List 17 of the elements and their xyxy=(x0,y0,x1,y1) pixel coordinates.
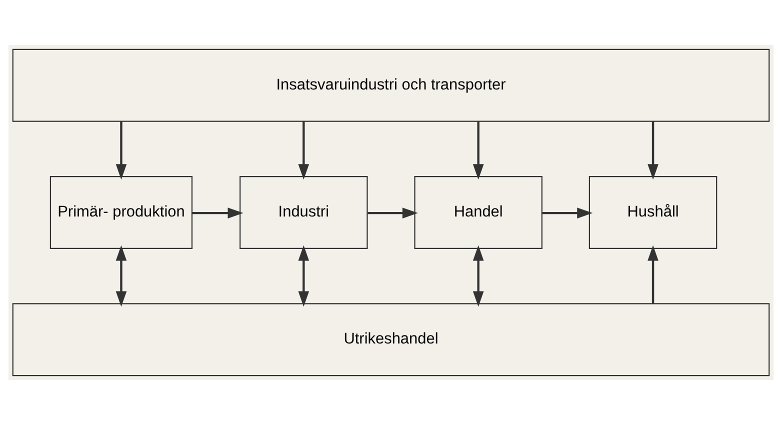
node-box: Insatsvaruindustri och transporter xyxy=(12,48,770,122)
node-box: Industri xyxy=(240,176,368,248)
arrow xyxy=(116,120,127,180)
arrow xyxy=(472,120,484,180)
arrow xyxy=(472,244,484,306)
node-box: Utrikeshandel xyxy=(12,302,770,376)
arrow xyxy=(298,120,310,180)
node-box: Handel xyxy=(414,176,542,248)
arrow xyxy=(116,244,127,306)
arrow xyxy=(648,120,658,180)
arrow xyxy=(648,244,658,303)
arrow xyxy=(192,207,244,218)
node-box: Primär- produktion xyxy=(50,176,193,248)
arrow xyxy=(298,244,310,306)
node-box: Hushåll xyxy=(588,176,718,248)
arrow xyxy=(368,207,418,218)
arrow xyxy=(542,207,593,218)
